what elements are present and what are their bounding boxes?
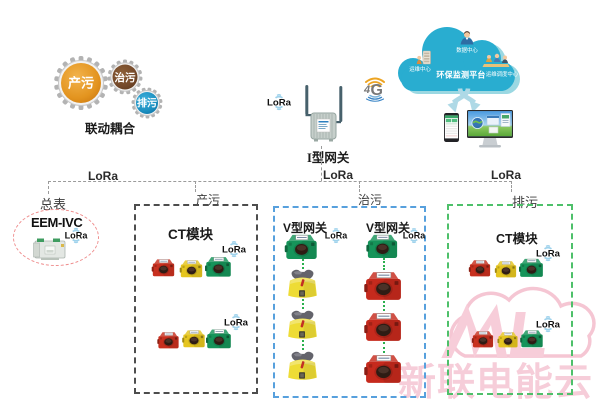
svg-text:治污: 治污 <box>115 71 136 84</box>
svg-text:4: 4 <box>363 84 370 96</box>
svg-text:运维中心: 运维中心 <box>409 65 431 73</box>
svg-text:新联电能云: 新联电能云 <box>398 362 593 402</box>
svg-text:G: G <box>371 82 383 99</box>
svg-text:运维调度中心: 运维调度中心 <box>486 70 519 78</box>
svg-text:环保监测平台: 环保监测平台 <box>436 70 485 80</box>
svg-text:数据中心: 数据中心 <box>456 46 478 54</box>
svg-text:排污: 排污 <box>137 97 157 110</box>
svg-text:产污: 产污 <box>68 76 94 91</box>
